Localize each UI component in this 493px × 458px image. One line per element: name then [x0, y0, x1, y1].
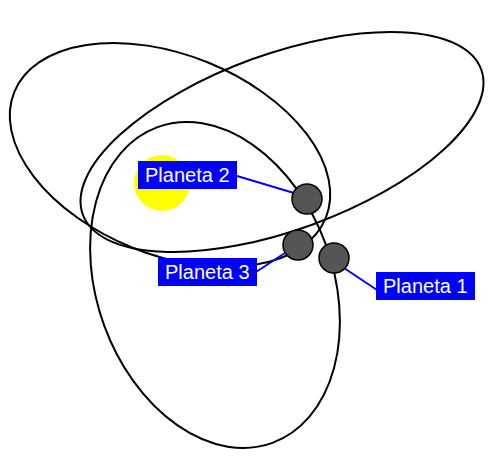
- planet-label: Planeta 3: [158, 258, 257, 286]
- planet: [283, 230, 313, 260]
- orbit: [47, 87, 384, 458]
- label-text: Planeta 2: [145, 163, 230, 187]
- planet: [292, 184, 322, 214]
- label-text: Planeta 1: [383, 274, 468, 298]
- orbit: [0, 0, 363, 311]
- planet: [319, 243, 349, 273]
- planet-label: Planeta 2: [138, 161, 237, 189]
- leader-line: [237, 176, 294, 193]
- leader-line: [344, 268, 377, 290]
- leader-line: [256, 251, 288, 272]
- orbit: [53, 0, 493, 297]
- label-text: Planeta 3: [165, 260, 250, 284]
- planet-label: Planeta 1: [376, 272, 475, 300]
